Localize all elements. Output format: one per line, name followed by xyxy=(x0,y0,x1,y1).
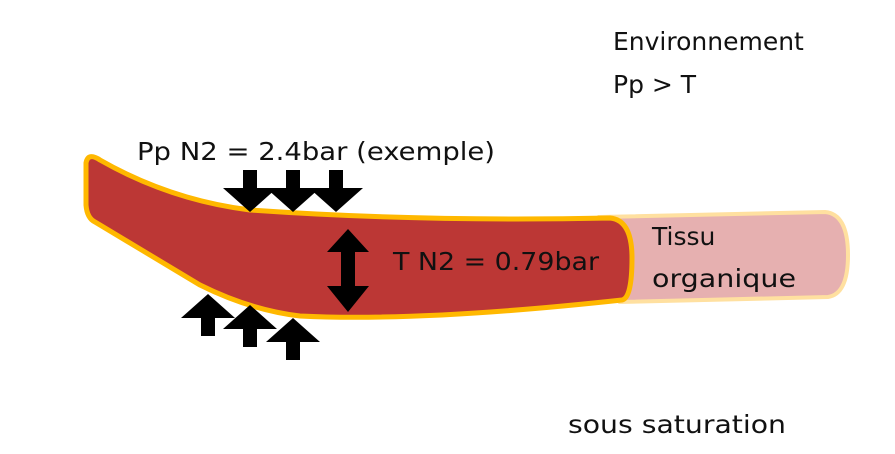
saturation-state-label: sous saturation xyxy=(568,410,786,439)
organic-tissue-shape xyxy=(597,209,851,305)
double-arrow-icon xyxy=(327,229,369,312)
up-arrow-icon xyxy=(181,294,235,336)
tissue-label-line2: organique xyxy=(652,264,796,293)
up-arrow-icon xyxy=(266,318,320,360)
down-arrow-icon xyxy=(223,170,277,212)
environment-relation: Pp > T xyxy=(613,70,697,99)
down-arrow-icon xyxy=(266,170,320,212)
partial-pressure-label: Pp N2 = 2.4bar (exemple) xyxy=(137,137,495,166)
up-arrow-icon xyxy=(223,305,277,347)
up-arrows xyxy=(181,294,320,360)
tissue-label-line1: Tissu xyxy=(651,222,715,251)
tissue-tension-label: T N2 = 0.79bar xyxy=(392,247,600,276)
down-arrows xyxy=(223,170,363,212)
down-arrow-icon xyxy=(309,170,363,212)
environment-title: Environnement xyxy=(613,27,804,56)
